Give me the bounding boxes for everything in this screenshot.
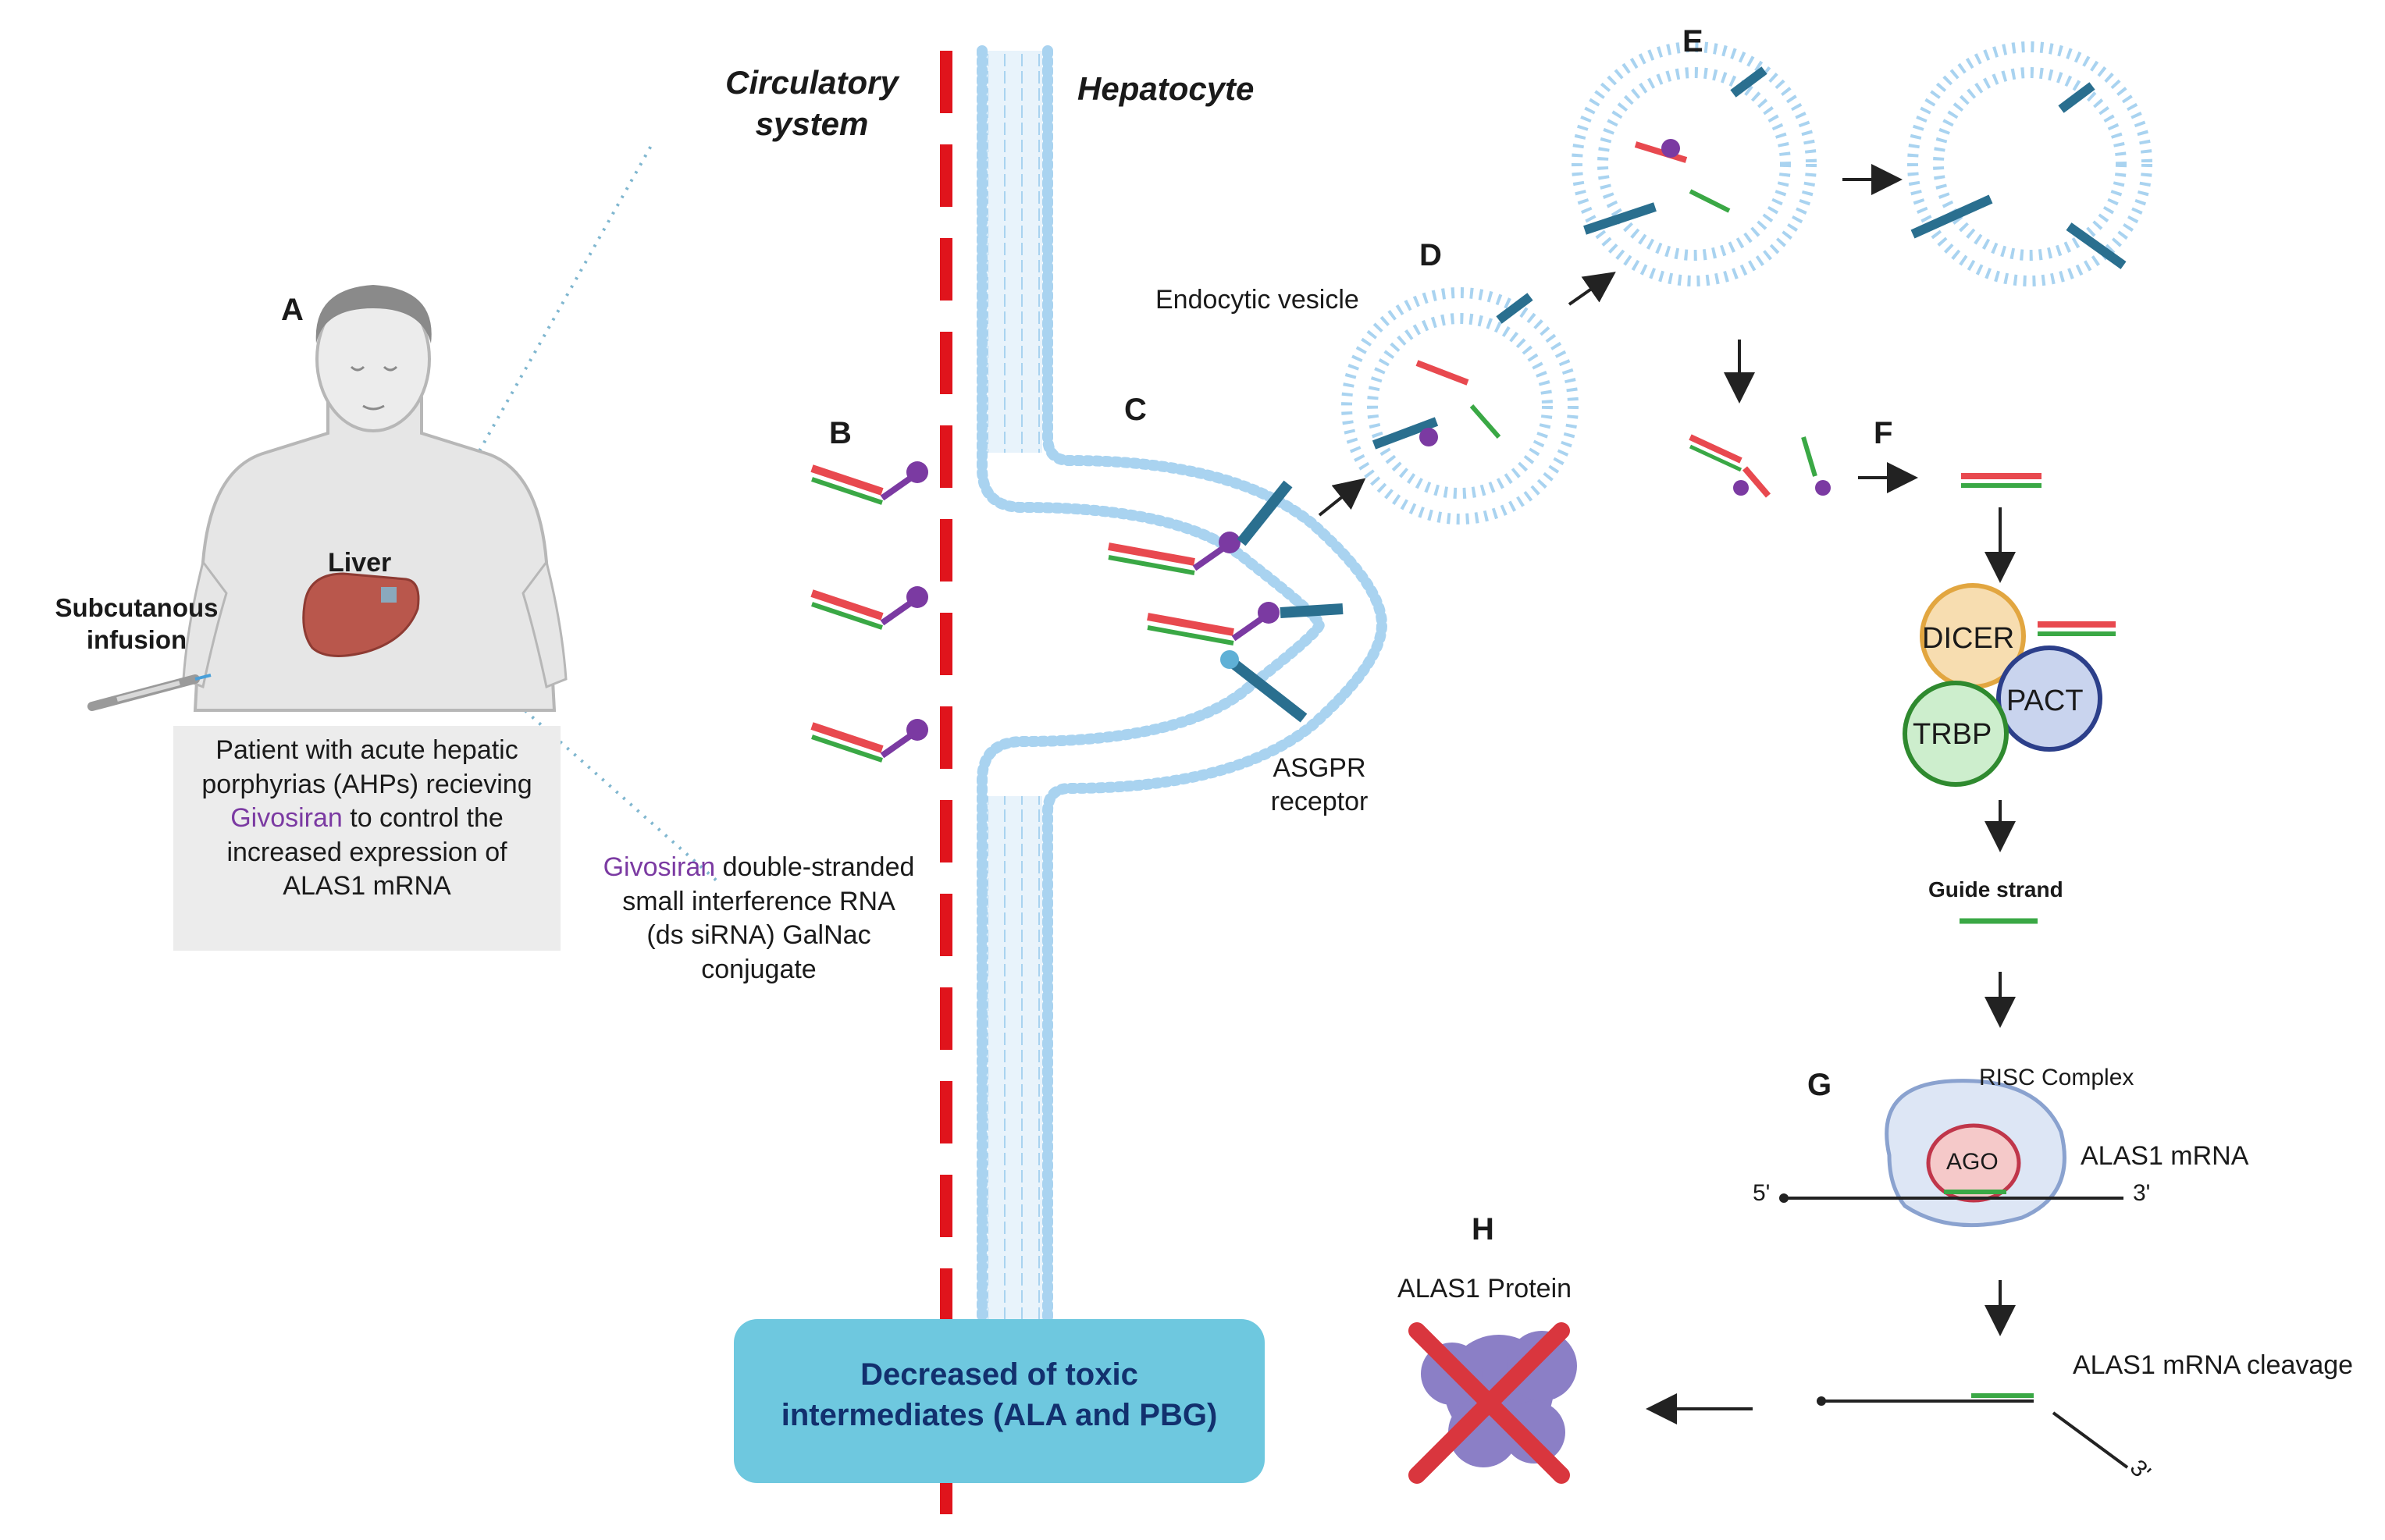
trbp-circle (1903, 681, 2009, 787)
outcome-line1: Decreased of toxic (860, 1357, 1138, 1392)
pact-label: PACT (2006, 685, 2084, 717)
ago-shape (1926, 1123, 2021, 1203)
patient-line3: Givosiran to control the (173, 802, 561, 836)
person-figure-icon (182, 285, 568, 712)
step-letter-g: G (1807, 1068, 1832, 1102)
asgpr-line1: ASGPR (1273, 753, 1366, 783)
patient-line3-rest: to control the (342, 803, 504, 834)
conjugate-line1-rest: double-stranded (715, 852, 915, 882)
asgpr-receptor-icon (1108, 480, 1344, 723)
liver-label: Liver (328, 548, 392, 578)
liver-callout-box (381, 587, 397, 603)
drug-name: Givosiran (230, 803, 343, 834)
patient-line5: ALAS1 mRNA (283, 871, 451, 902)
alas1-protein-label: ALAS1 Protein (1397, 1274, 1572, 1303)
conjugate-line3: (ds siRNA) GalNac (646, 920, 871, 951)
step-letter-a: A (281, 293, 304, 327)
sirna-duplex-icon (2038, 621, 2116, 636)
subcutaneous-label: Subcutanous infusion (47, 592, 226, 656)
patient-line4: increased expression of (226, 837, 507, 867)
sirna-conjugate-icon (1689, 434, 1831, 498)
syringe-icon (87, 674, 212, 711)
conjugate-drug-name: Givosiran (603, 852, 716, 882)
outcome-text: Decreased of toxic intermediates (ALA an… (734, 1354, 1265, 1435)
step-letter-f: F (1874, 416, 1893, 450)
patient-line1: Patient with acute hepatic (215, 735, 518, 765)
dicer-label: DICER (1922, 622, 2015, 655)
circulatory-line2: system (755, 105, 869, 142)
patient-description-box (173, 726, 561, 951)
risc-complex-label: RISC Complex (1979, 1065, 2134, 1090)
subcutaneous-line2: infusion (86, 625, 187, 655)
vesicle-icon (1907, 41, 2152, 286)
ago-label: AGO (1946, 1149, 1999, 1175)
step-letter-h: H (1472, 1212, 1494, 1247)
conjugate-line2: small interference RNA (622, 886, 895, 916)
arrow-icon (1318, 164, 2016, 1424)
conjugate-line4: conjugate (701, 954, 817, 984)
sirna-duplex-icon (1961, 473, 2041, 488)
callout-line-bottom (404, 603, 720, 884)
sirna-conjugate-icon (810, 461, 928, 763)
patient-description-text: Patient with acute hepatic porphyrias (A… (173, 734, 561, 904)
cleavage-label: ALAS1 mRNA cleavage (2073, 1350, 2354, 1380)
mrna-5-prime-dot (1779, 1193, 1789, 1203)
circulatory-line1: Circulatory (725, 64, 899, 101)
trbp-label: TRBP (1913, 718, 1992, 751)
circulatory-header: Circulatory system (710, 62, 913, 144)
step-letter-d: D (1419, 238, 1442, 272)
conjugate-description: Givosiran double-stranded small interfer… (587, 851, 931, 987)
hepatocyte-membrane (977, 45, 1388, 1325)
asgpr-line2: receptor (1270, 786, 1369, 816)
endocytic-vesicle-label: Endocytic vesicle (1155, 285, 1359, 315)
subcutaneous-line1: Subcutanous (55, 593, 219, 622)
patient-line2: porphyrias (AHPs) recieving (201, 769, 532, 799)
hepatocyte-header: Hepatocyte (1077, 70, 1255, 107)
alas1-mrna-label: ALAS1 mRNA (2081, 1141, 2249, 1171)
cross-icon (1408, 1322, 1570, 1484)
outcome-box (734, 1319, 1265, 1483)
conjugate-line1: Givosiran double-stranded (587, 851, 931, 885)
step-letter-b: B (829, 416, 852, 450)
vesicle-icon (1341, 287, 1579, 525)
outcome-line2: intermediates (ALA and PBG) (781, 1398, 1218, 1432)
three-prime-label: 3' (2133, 1180, 2151, 1206)
pact-circle (1996, 646, 2102, 752)
cleaved-fragment-line (2052, 1411, 2129, 1469)
cleaved-5-prime-dot (1817, 1396, 1826, 1406)
asgpr-receptor-label: ASGPR receptor (1249, 752, 1390, 818)
five-prime-label: 5' (1753, 1180, 1771, 1206)
step-letter-c: C (1124, 393, 1147, 427)
vesicle-icon (1572, 41, 1817, 286)
step-letter-e: E (1682, 24, 1703, 59)
guide-strand-label: Guide strand (1928, 877, 2063, 902)
